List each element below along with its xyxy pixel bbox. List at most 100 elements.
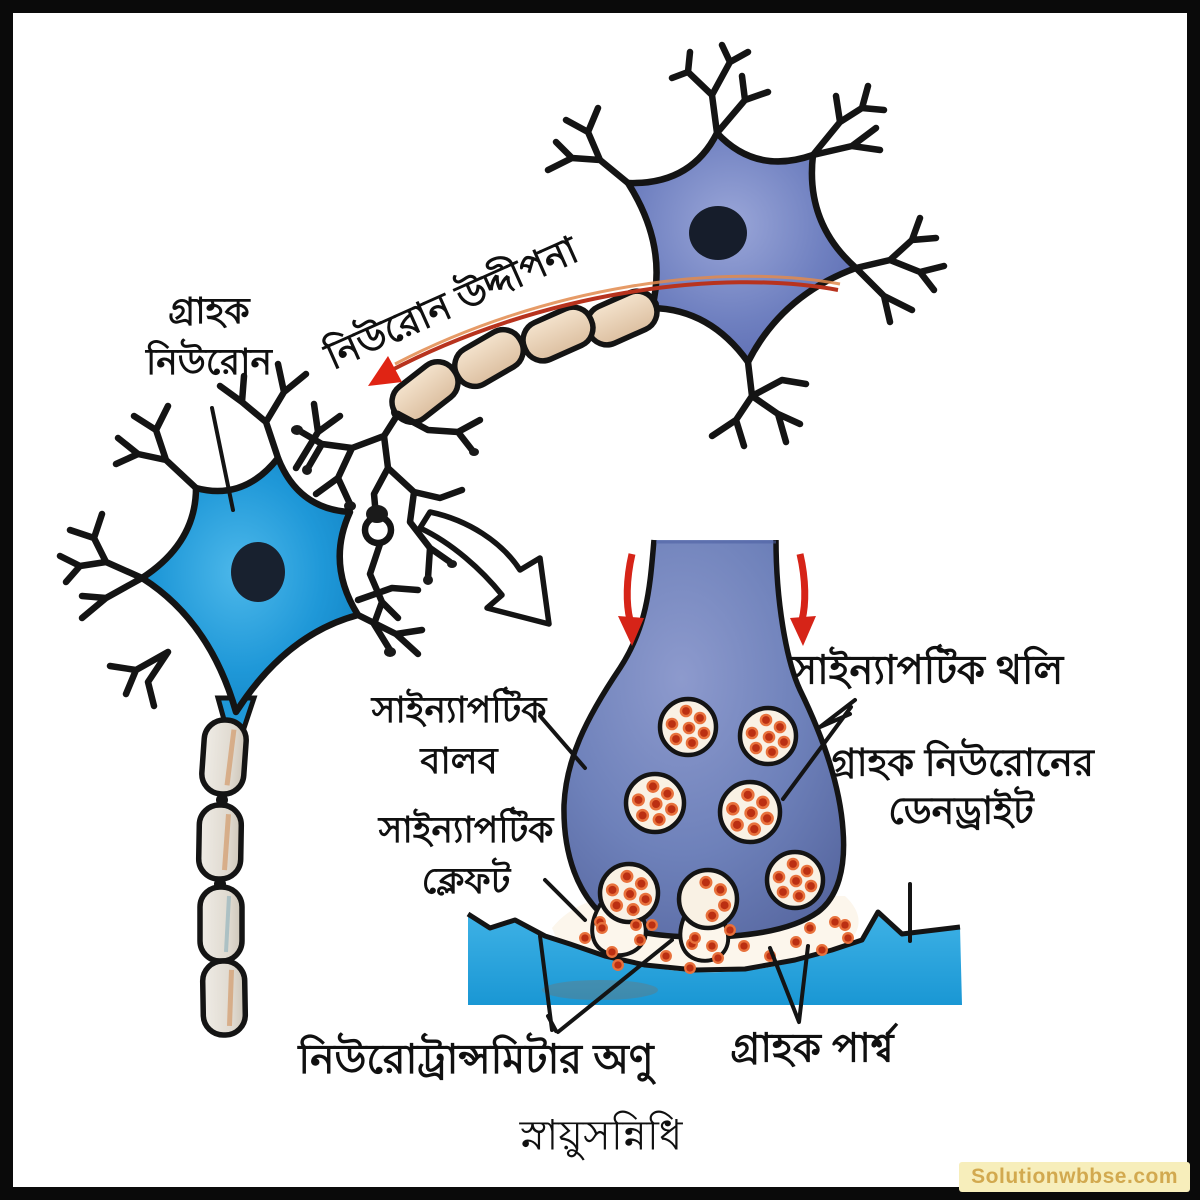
neurotransmitter-dot (682, 721, 696, 735)
synaptic-vesicle-pointer (781, 698, 857, 801)
receptor-neuron-dendrites (56, 360, 426, 710)
receptor-neuron-label-line2: নিউরোন (145, 341, 273, 382)
neurotransmitter-dot (804, 922, 816, 934)
magnifier-arrow (417, 509, 552, 627)
neurotransmitter-dot (634, 877, 648, 891)
neurotransmitter-dot (612, 959, 624, 971)
impulse-arrow-right (790, 553, 816, 646)
synaptic-cleft-label-line1: সাইন্যাপটিক (378, 808, 554, 850)
synaptic-bulb-pointer (538, 714, 587, 770)
neurotransmitter-dot (792, 889, 806, 903)
neurotransmitter-dot (747, 822, 762, 836)
neurotransmitter-dot (634, 934, 646, 946)
synaptic-bulb-label-line2: বালব (420, 740, 498, 781)
neurotransmitter-dot (829, 916, 841, 928)
neurotransmitter-dot (842, 932, 854, 944)
neurotransmitter-dot (756, 795, 770, 810)
neurotransmitter-dot (623, 887, 637, 901)
receptor-side-label: গ্রাহক পার্শ্ব (730, 1026, 894, 1071)
neurotransmitter-dot (606, 946, 618, 958)
figure-caption: স্নায়ুসন্নিধি (519, 1111, 683, 1159)
neurotransmitter-dot (631, 793, 645, 807)
neurotransmitter-dot (712, 952, 724, 964)
neurotransmitter-dot (699, 875, 713, 889)
neurotransmitter-dot (646, 919, 658, 931)
synaptic-bulb-label-line1: সাইন্যাপটিক (371, 688, 547, 730)
neurotransmitter-dot (713, 883, 727, 897)
neurotransmitter-dot (605, 883, 619, 897)
presynaptic-axon-myelin (389, 288, 660, 426)
neurotransmitter-dot (744, 806, 758, 820)
synaptic-vesicle-label: সাইন্যাপটিক থলি (790, 648, 1064, 693)
membrane-smudge (542, 980, 658, 1000)
neurotransmitter-dot (610, 898, 624, 912)
neurotransmitter-dot (693, 711, 707, 725)
neurotransmitter-dot (786, 857, 800, 871)
neurotransmitter-dot (762, 730, 776, 744)
receptor-axon-myelin (195, 717, 249, 1038)
synaptic-bulb-label: সাইন্যাপটিক বালব (372, 684, 547, 786)
neurotransmitter-dot (777, 735, 791, 749)
neurotransmitter-dot (730, 818, 744, 832)
neurotransmitter-dot (660, 950, 672, 962)
neurotransmitter-dot (705, 909, 719, 923)
neurotransmitter-dot (665, 802, 679, 816)
neurotransmitter-dot (630, 919, 642, 931)
neurotransmitter-dot (773, 720, 787, 734)
neurotransmitter-dot (816, 944, 828, 956)
pointer-lines (210, 406, 912, 1034)
neurotransmitter-dot (760, 811, 774, 826)
neurotransmitter-dot (660, 787, 674, 801)
neurotransmitter-dot (738, 940, 750, 952)
synaptic-cleft-label: সাইন্যাপটিক ক্লেফট (379, 804, 554, 906)
receptor-side-pointer (768, 944, 810, 1024)
receptor-neuron-pointer (210, 406, 235, 512)
neurotransmitter-dot (772, 870, 786, 884)
neurotransmitter-dot (749, 741, 763, 755)
neurotransmitter-dot (679, 704, 693, 718)
synaptic-cleft-label-line2: ক্লেফট (421, 860, 511, 901)
neurotransmitter-dot (706, 940, 718, 952)
neurotransmitter-dot (741, 788, 755, 802)
neurotransmitter-dot (579, 932, 591, 944)
receptor-dendrite-label-line1: গ্রাহক নিউরোনের (828, 742, 1094, 785)
neurotransmitter-dot (636, 808, 650, 822)
neurotransmitter-dot (684, 962, 696, 974)
neurotransmitter-dot (689, 932, 701, 944)
neurotransmitter-dot (789, 874, 803, 888)
watermark: Solutionwbbse.com (959, 1162, 1190, 1192)
receptor-dendrite-label: গ্রাহক নিউরোনের ডেনড্রাইট (828, 741, 1094, 836)
axon-terminal-branches (294, 410, 484, 654)
neurotransmitter-dot (652, 813, 666, 827)
neurotransmitter-dot (685, 736, 699, 750)
postsynaptic-membrane (468, 912, 962, 1005)
receptor-neuron-nucleus (231, 542, 285, 602)
neurotransmitter-dot (800, 864, 814, 878)
receptor-neuron-label-line1: গ্রাহক (168, 289, 250, 331)
neurotransmitter-dot (620, 869, 634, 883)
presynaptic-neuron-dendrites (544, 41, 948, 450)
neurotransmitter-dot (790, 936, 802, 948)
neurotransmitter-label: নিউরোট্রান্সমিটার অণু (298, 1035, 654, 1082)
synaptic-cleft-pointer (543, 878, 587, 922)
neurotransmitter-dot (776, 885, 790, 899)
neurotransmitter-pointer (538, 934, 674, 1034)
neurotransmitter-dot (745, 726, 759, 740)
neurotransmitter-dot (596, 922, 608, 934)
neurotransmitter-dot (718, 898, 732, 912)
presynaptic-neuron-nucleus (689, 206, 747, 260)
neurotransmitter-dot (726, 802, 740, 816)
neurotransmitter-dot (626, 903, 640, 917)
receptor-neuron-label: গ্রাহক নিউরোন (146, 285, 272, 387)
axon-terminal-boutons (291, 425, 479, 657)
neurotransmitter-dot (646, 779, 660, 793)
neurotransmitter-dot (765, 745, 779, 759)
neurotransmitter-dot (697, 726, 711, 740)
stimulus-arrow (368, 274, 841, 386)
neurotransmitter-dot (804, 879, 818, 893)
neurotransmitter-dot (639, 892, 653, 906)
neurotransmitter-dot (839, 919, 851, 931)
neurotransmitter-dot (724, 924, 736, 936)
